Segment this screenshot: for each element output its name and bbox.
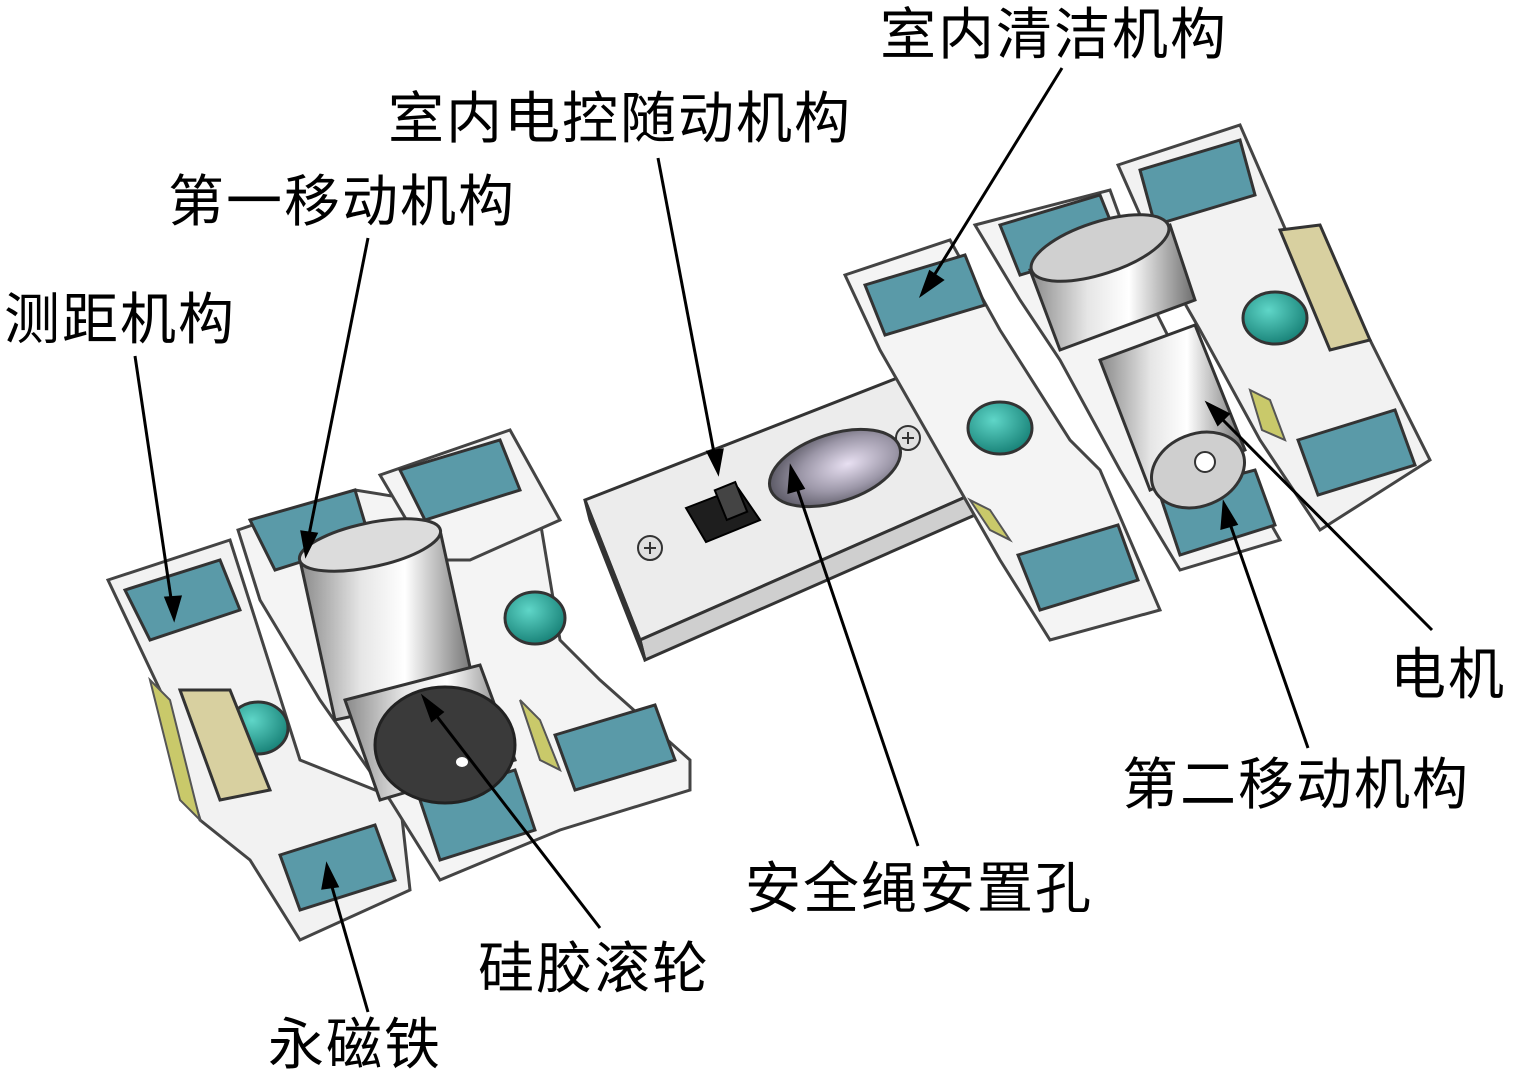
leader-lines bbox=[133, 67, 1434, 1013]
label-safety-rope-hole: 安全绳安置孔 bbox=[745, 857, 1093, 922]
roller-end bbox=[373, 685, 517, 805]
teal-button bbox=[503, 590, 567, 646]
label-first-moving: 第一移动机构 bbox=[168, 170, 516, 235]
magnet-pad bbox=[278, 823, 397, 912]
magnet-pad bbox=[1138, 138, 1257, 227]
magnet-pad bbox=[1296, 408, 1417, 497]
left-assembly bbox=[105, 428, 692, 942]
magnet-pad bbox=[862, 253, 988, 337]
right-roller bbox=[1028, 213, 1247, 510]
label-permanent-magnet: 永磁铁 bbox=[268, 1013, 442, 1078]
left-roller bbox=[297, 517, 517, 805]
central-housing bbox=[583, 373, 977, 663]
teal-button bbox=[966, 400, 1034, 456]
label-silicone-roller: 硅胶滚轮 bbox=[478, 937, 710, 1002]
teal-button bbox=[1241, 290, 1309, 346]
magnet-pad bbox=[397, 438, 522, 522]
magnet-pad bbox=[122, 558, 242, 642]
label-second-moving: 第二移动机构 bbox=[1122, 753, 1470, 818]
label-indoor-cleaning: 室内清洁机构 bbox=[880, 3, 1228, 68]
label-motor: 电机 bbox=[1390, 643, 1506, 708]
magnet-pad bbox=[1015, 523, 1140, 612]
label-indoor-servo: 室内电控随动机构 bbox=[388, 87, 852, 152]
magnet-pad bbox=[553, 703, 677, 792]
label-ranging: 测距机构 bbox=[4, 288, 236, 353]
right-assembly bbox=[842, 123, 1432, 642]
